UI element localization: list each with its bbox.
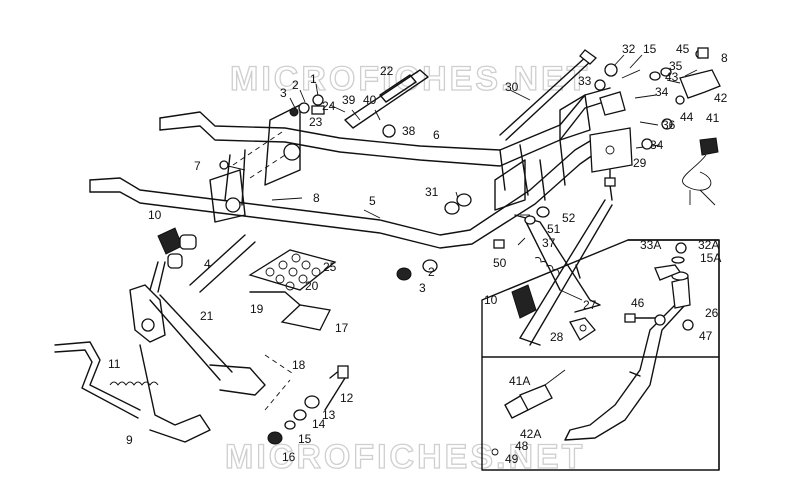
label-27: 27: [583, 298, 597, 312]
label-35: 35: [669, 59, 683, 73]
bolt-stack-12-16: [267, 365, 349, 445]
label-16: 16: [282, 450, 296, 464]
label-9: 9: [126, 433, 133, 447]
label-4: 4: [204, 257, 211, 271]
switch-41: [682, 137, 719, 206]
side-stand-right: [511, 184, 613, 346]
label-3: 3: [280, 86, 287, 100]
label-42A: 42A: [520, 427, 541, 441]
label-23: 23: [309, 115, 323, 129]
label-29: 29: [633, 156, 647, 170]
label-5: 5: [369, 194, 376, 208]
label-21: 21: [200, 309, 214, 323]
lever-22: [344, 69, 429, 129]
hardware: [219, 47, 709, 281]
label-39: 39: [342, 93, 356, 107]
label-41: 41: [706, 111, 720, 125]
label-2b: 2: [428, 265, 435, 279]
label-8b: 8: [721, 51, 728, 65]
label-18: 18: [292, 358, 306, 372]
label-10b: 10: [484, 293, 498, 307]
rod-30: [499, 54, 593, 141]
label-37: 37: [542, 236, 556, 250]
label-36: 36: [662, 118, 676, 132]
label-49: 49: [505, 452, 519, 466]
label-38: 38: [402, 124, 416, 138]
footrest-25: [248, 249, 337, 291]
bracket-29: [589, 91, 633, 187]
label-7: 7: [194, 159, 201, 173]
side-stand-9: [54, 261, 266, 443]
label-3b: 3: [419, 281, 426, 295]
label-13: 13: [322, 408, 336, 422]
label-15A: 15A: [700, 251, 721, 265]
label-8a: 8: [313, 191, 320, 205]
label-30: 30: [505, 80, 519, 94]
label-19: 19: [250, 302, 264, 316]
inset-stand: [564, 242, 694, 441]
spring-27: [534, 257, 560, 275]
label-2: 2: [292, 78, 299, 92]
label-12: 12: [340, 391, 354, 405]
label-31: 31: [425, 185, 439, 199]
label-10a: 10: [148, 208, 162, 222]
label-26: 26: [705, 306, 719, 320]
label-34a: 34: [655, 85, 669, 99]
part-labels: 1 2 3 22 24 39 40 23 38 6 30 7 8 5 31 10…: [108, 42, 728, 466]
label-24: 24: [322, 99, 336, 113]
rubber-pad-10-left: [157, 227, 197, 269]
label-32A: 32A: [698, 238, 719, 252]
label-52: 52: [562, 211, 576, 225]
watermark-top: MICROFICHES.NET: [230, 60, 590, 98]
label-1: 1: [310, 72, 317, 86]
label-33: 33: [578, 74, 592, 88]
bracket-17: [280, 304, 331, 331]
label-42: 42: [714, 91, 728, 105]
label-11: 11: [108, 357, 121, 371]
label-50: 50: [493, 256, 507, 270]
label-14: 14: [312, 417, 326, 431]
label-46: 46: [631, 296, 645, 310]
spring-11: [109, 381, 159, 386]
label-33A: 33A: [640, 238, 661, 252]
label-25: 25: [323, 260, 337, 274]
label-51: 51: [547, 222, 561, 236]
inset-switch-41A: [491, 369, 566, 456]
frame-assembly: [89, 87, 611, 249]
label-43: 43: [665, 70, 679, 84]
label-28: 28: [550, 330, 564, 344]
label-40: 40: [363, 93, 377, 107]
label-20: 20: [305, 279, 319, 293]
label-34b: 34: [650, 138, 664, 152]
label-48: 48: [515, 439, 529, 453]
label-22: 22: [380, 64, 394, 78]
label-15a: 15: [298, 432, 312, 446]
label-45: 45: [676, 42, 690, 56]
bracket-42: [679, 69, 721, 99]
label-47: 47: [699, 329, 713, 343]
label-6: 6: [433, 128, 440, 142]
label-41A: 41A: [509, 374, 530, 388]
label-32: 32: [622, 42, 636, 56]
label-17: 17: [335, 321, 349, 335]
label-44: 44: [680, 110, 694, 124]
label-15b: 15: [643, 42, 657, 56]
